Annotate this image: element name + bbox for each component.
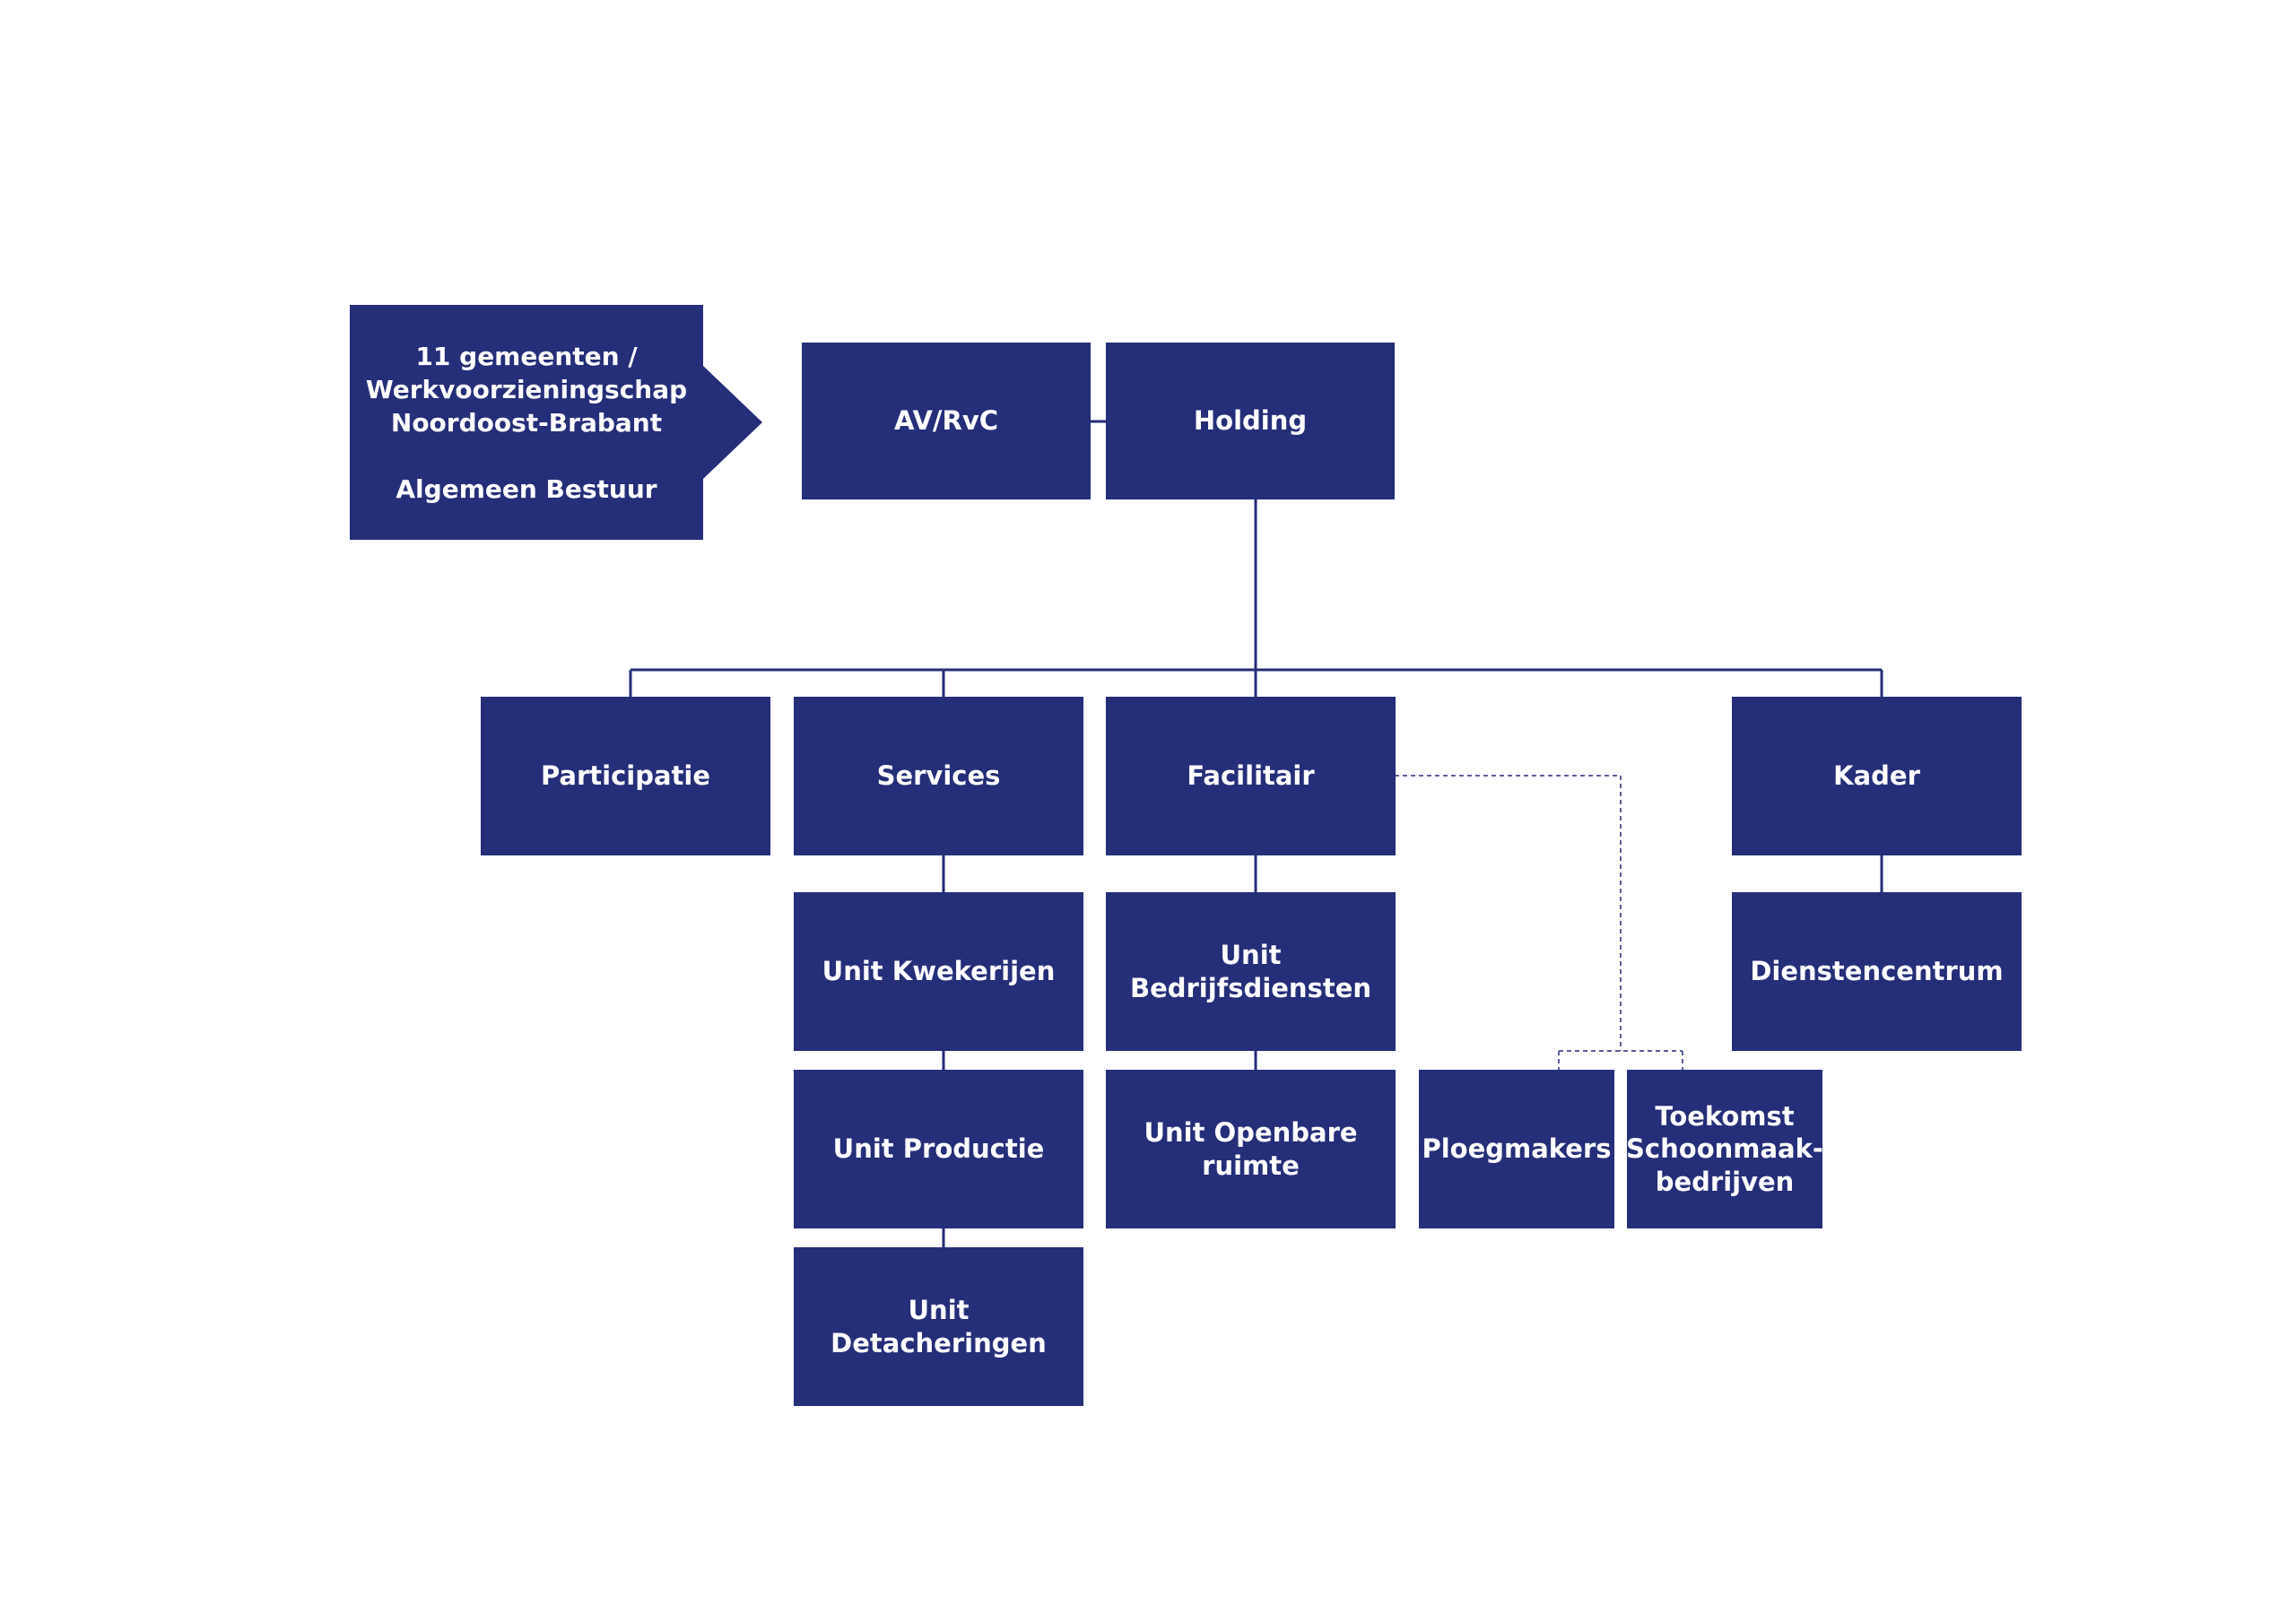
toekomst-line-1: Toekomst xyxy=(1655,1101,1795,1133)
owner-line-3: Noordoost-Brabant xyxy=(390,407,663,438)
node-unit-productie: Unit Productie xyxy=(794,1070,1083,1228)
node-unit-openbare-ruimte: Unit Openbare ruimte xyxy=(1106,1070,1396,1228)
node-av-rvc: AV/RvC xyxy=(802,343,1091,499)
node-toekomst-schoonmaakbedrijven: Toekomst Schoonmaak- bedrijven xyxy=(1626,1070,1823,1228)
owner-line-4: Algemeen Bestuur xyxy=(396,473,657,504)
node-unit-kwekerijen: Unit Kwekerijen xyxy=(794,892,1083,1051)
node-services: Services xyxy=(794,697,1083,855)
node-ploegmakers: Ploegmakers xyxy=(1419,1070,1614,1228)
node-kader: Kader xyxy=(1732,697,2022,855)
toekomst-line-3: bedrijven xyxy=(1655,1166,1795,1197)
owner-arrow-shape xyxy=(350,305,762,540)
node-dienstencentrum: Dienstencentrum xyxy=(1732,892,2022,1051)
node-holding: Holding xyxy=(1106,343,1395,499)
node-unit-bedrijfsdiensten: Unit Bedrijfsdiensten xyxy=(1106,892,1396,1051)
dashed-connector-facilitair xyxy=(1395,775,1622,1051)
owner-line-1: 11 gemeenten / xyxy=(415,341,638,371)
owner-node-text: 11 gemeenten / Werkvoorzieningschap Noor… xyxy=(350,305,703,540)
owner-node: 11 gemeenten / Werkvoorzieningschap Noor… xyxy=(350,305,762,540)
node-facilitair: Facilitair xyxy=(1106,697,1396,855)
toekomst-line-2: Schoonmaak- xyxy=(1626,1133,1823,1165)
owner-line-2: Werkvoorzieningschap xyxy=(365,374,688,404)
node-unit-detacheringen: Unit Detacheringen xyxy=(794,1247,1083,1406)
node-participatie: Participatie xyxy=(481,697,770,855)
